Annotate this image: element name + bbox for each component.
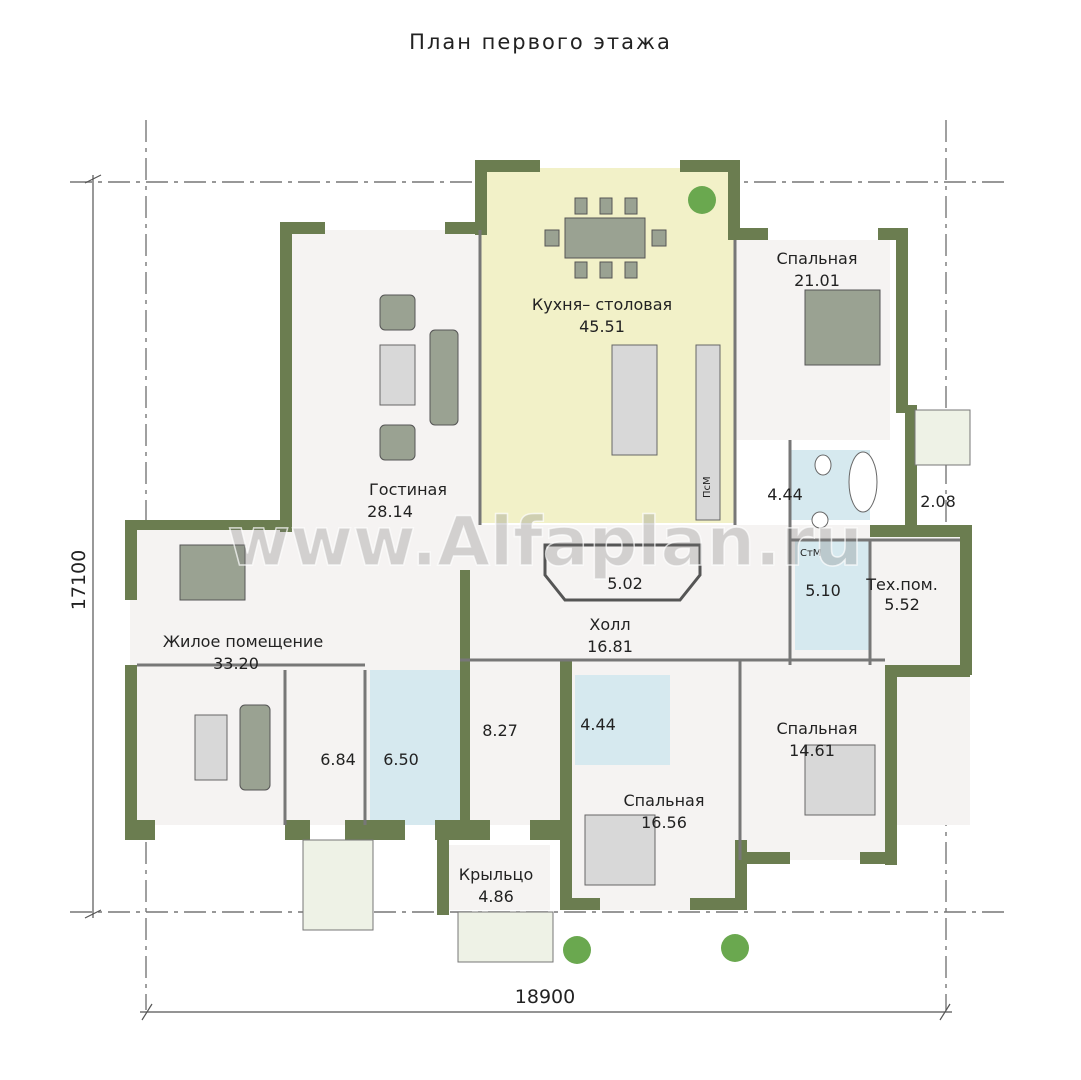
partitions — [137, 230, 960, 860]
residential-room-sofa — [194, 704, 271, 791]
room-area: 45.51 — [579, 317, 625, 336]
plant-icon — [688, 186, 716, 214]
entrance-steps — [302, 409, 971, 963]
room-area: 5.52 — [884, 595, 920, 614]
bed-residential — [179, 544, 246, 601]
kitchen-counter — [695, 344, 721, 521]
living-room-sofa — [379, 294, 459, 461]
room-area: 6.84 — [320, 750, 356, 769]
dimension-width-label: 18900 — [515, 986, 575, 1008]
room-area: 4.44 — [580, 715, 616, 734]
room-name: Тех.пом. — [865, 575, 938, 594]
washer-label: СтМ — [800, 548, 821, 559]
bay-window — [543, 543, 702, 602]
room-name: Гостиная — [369, 480, 447, 499]
bed-bedroom-21 — [804, 289, 881, 366]
room-name: Спальная — [624, 791, 705, 810]
bed-bedroom-16 — [584, 814, 656, 886]
walls — [125, 160, 972, 915]
toilet — [814, 454, 832, 476]
room-area: 16.81 — [587, 637, 633, 656]
bathtub — [848, 451, 878, 513]
watermark: www.Alfaplan.ru — [227, 503, 862, 582]
room-area: 4.86 — [478, 887, 514, 906]
room-name: Спальная — [777, 719, 858, 738]
room-name: Жилое помещение — [163, 632, 323, 651]
room-area: 28.14 — [367, 502, 413, 521]
dimension-height — [84, 174, 102, 919]
room-labels: Кухня– столовая 45.51 Спальная 21.01 Гос… — [163, 249, 956, 906]
room-area: 33.20 — [213, 654, 259, 673]
room-name: Крыльцо — [459, 865, 533, 884]
plant-icon — [563, 936, 591, 964]
room-area: 6.50 — [383, 750, 419, 769]
room-area: 2.08 — [920, 492, 956, 511]
room-area: 14.61 — [789, 741, 835, 760]
dining-table — [544, 197, 667, 279]
room-area: 5.10 — [805, 581, 841, 600]
room-area: 4.44 — [767, 485, 803, 504]
plant-icon — [721, 934, 749, 962]
room-name: Спальная — [777, 249, 858, 268]
room-name: Кухня– столовая — [532, 295, 672, 314]
plan-title: План первого этажа — [409, 30, 672, 54]
dimension-height-label: 17100 — [68, 550, 90, 610]
sink — [811, 511, 829, 529]
kitchen-island — [611, 344, 658, 456]
room-name: Холл — [589, 615, 630, 634]
bed-bedroom-14 — [804, 744, 876, 816]
room-area: 8.27 — [482, 721, 518, 740]
room-area: 16.56 — [641, 813, 687, 832]
room-area: 21.01 — [794, 271, 840, 290]
stove-label: ПсМ — [702, 476, 713, 498]
room-area: 5.02 — [607, 574, 643, 593]
dimension-width — [140, 1003, 952, 1021]
